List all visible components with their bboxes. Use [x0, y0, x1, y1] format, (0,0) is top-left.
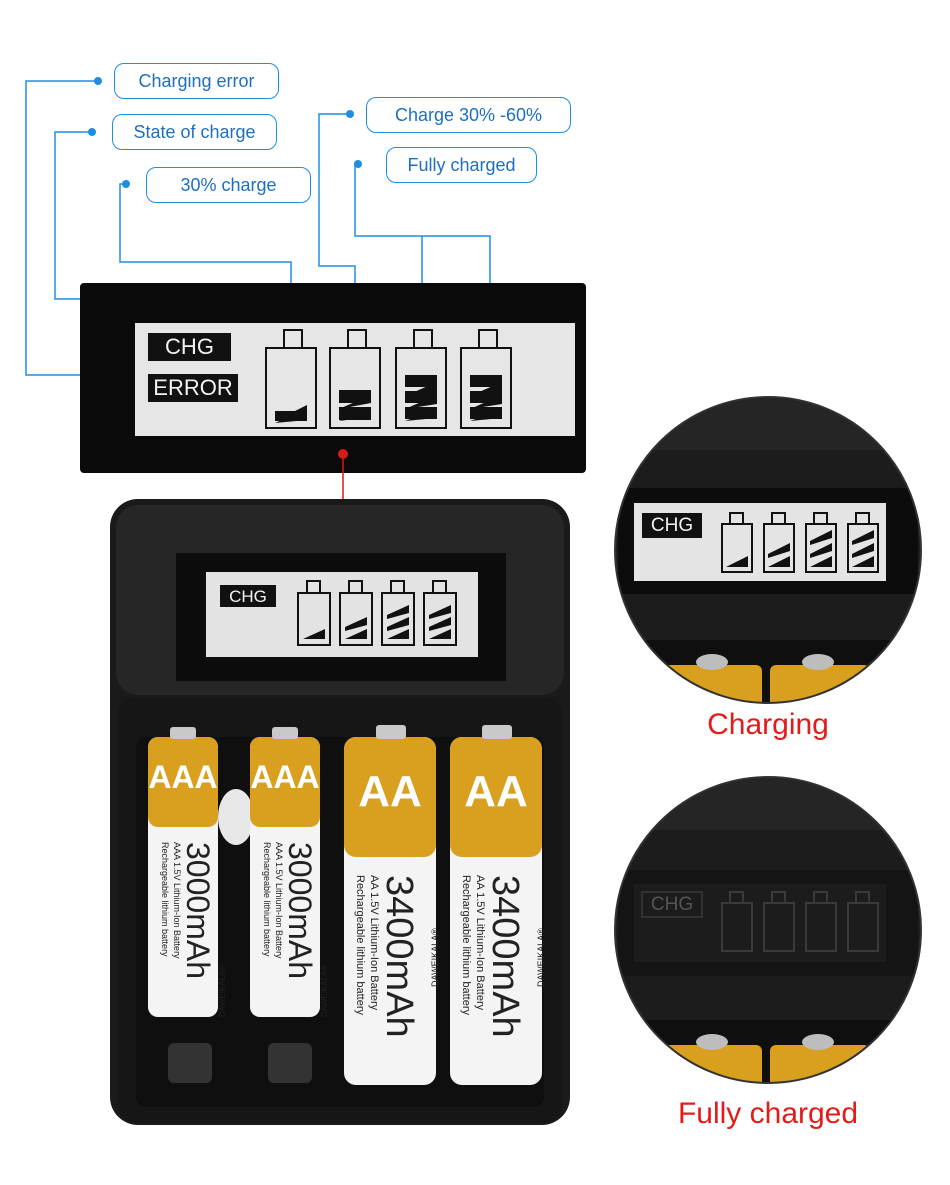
battery-3-type: AA: [358, 767, 422, 816]
charger-device: CHG AAA AAA AA AA 3000mAh 3000mAh 3400mA…: [108, 497, 572, 1127]
batteries: [148, 725, 542, 1085]
battery-2-type: AAA: [250, 759, 320, 795]
charging-chg-indicator: CHG: [642, 513, 702, 538]
caption-fully-charged: Fully charged: [677, 1097, 859, 1130]
chg-indicator: CHG: [148, 333, 231, 361]
full-chg-indicator: CHG: [650, 893, 694, 915]
lcd-display-closeup: CHG ERROR: [80, 283, 586, 473]
callout-state-of-charge: State of charge: [112, 114, 277, 150]
callout-charge-30-60: Charge 30% -60%: [366, 97, 571, 133]
lcd-screen: CHG ERROR: [135, 323, 575, 436]
callout-30-charge: 30% charge: [146, 167, 311, 203]
caption-charging: Charging: [707, 708, 829, 741]
callout-fully-charged: Fully charged: [386, 147, 537, 183]
battery-4-type: AA: [464, 767, 528, 816]
battery-1-type: AAA: [148, 759, 218, 795]
charger-chg-indicator: CHG: [220, 585, 276, 607]
battery-bars: [275, 375, 502, 423]
error-indicator: ERROR: [148, 374, 238, 402]
battery-level-icon-2: [329, 329, 381, 429]
callout-charging-error: Charging error: [114, 63, 279, 99]
